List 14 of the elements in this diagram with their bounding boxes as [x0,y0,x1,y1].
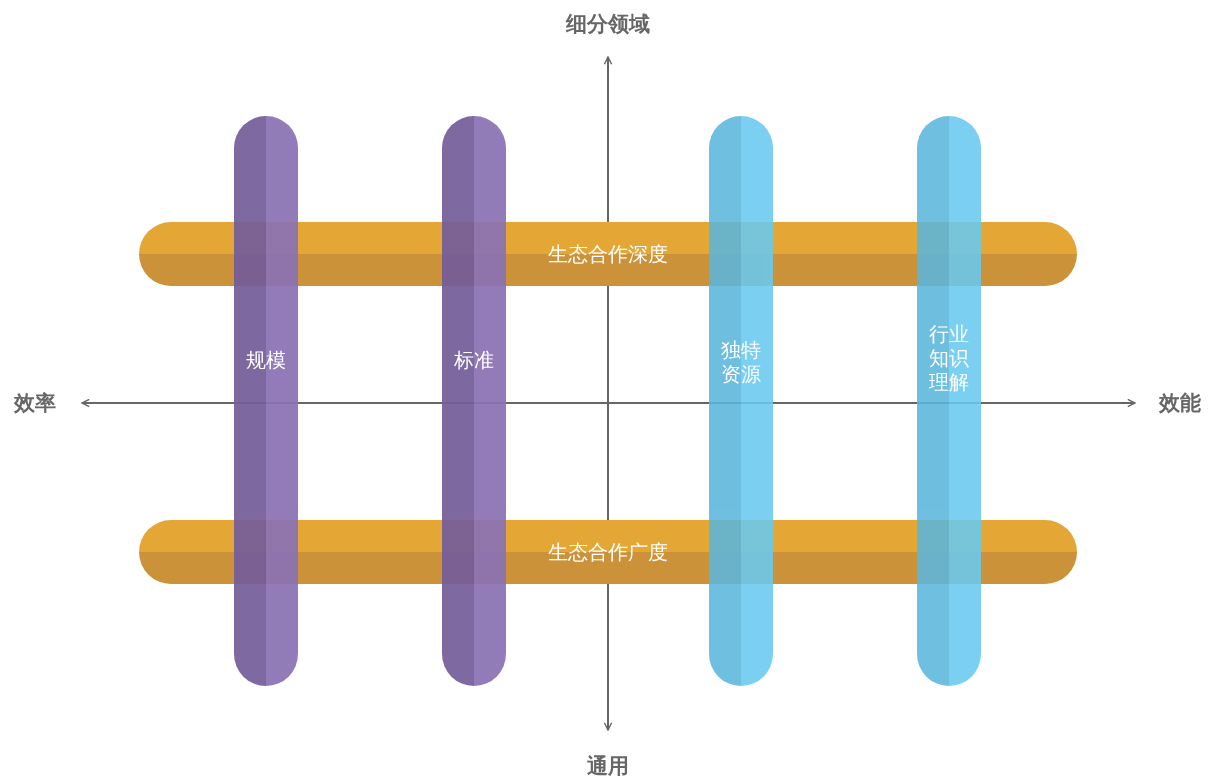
axis-label: 细分领域 [566,11,650,38]
axis-label: 效能 [1159,390,1201,417]
band-label: 行业知识理解 [928,322,970,394]
axis-label: 通用 [587,753,629,780]
band-label: 独特资源 [720,338,762,386]
band-label: 生态合作广度 [547,540,669,564]
vertical-band [234,116,298,686]
band-label: 生态合作深度 [547,242,669,266]
vertical-band [709,116,773,686]
band-label: 标准 [453,348,495,372]
vertical-band [442,116,506,686]
axis-label: 效率 [14,390,56,417]
band-label: 规模 [245,348,287,372]
vertical-band [917,116,981,686]
